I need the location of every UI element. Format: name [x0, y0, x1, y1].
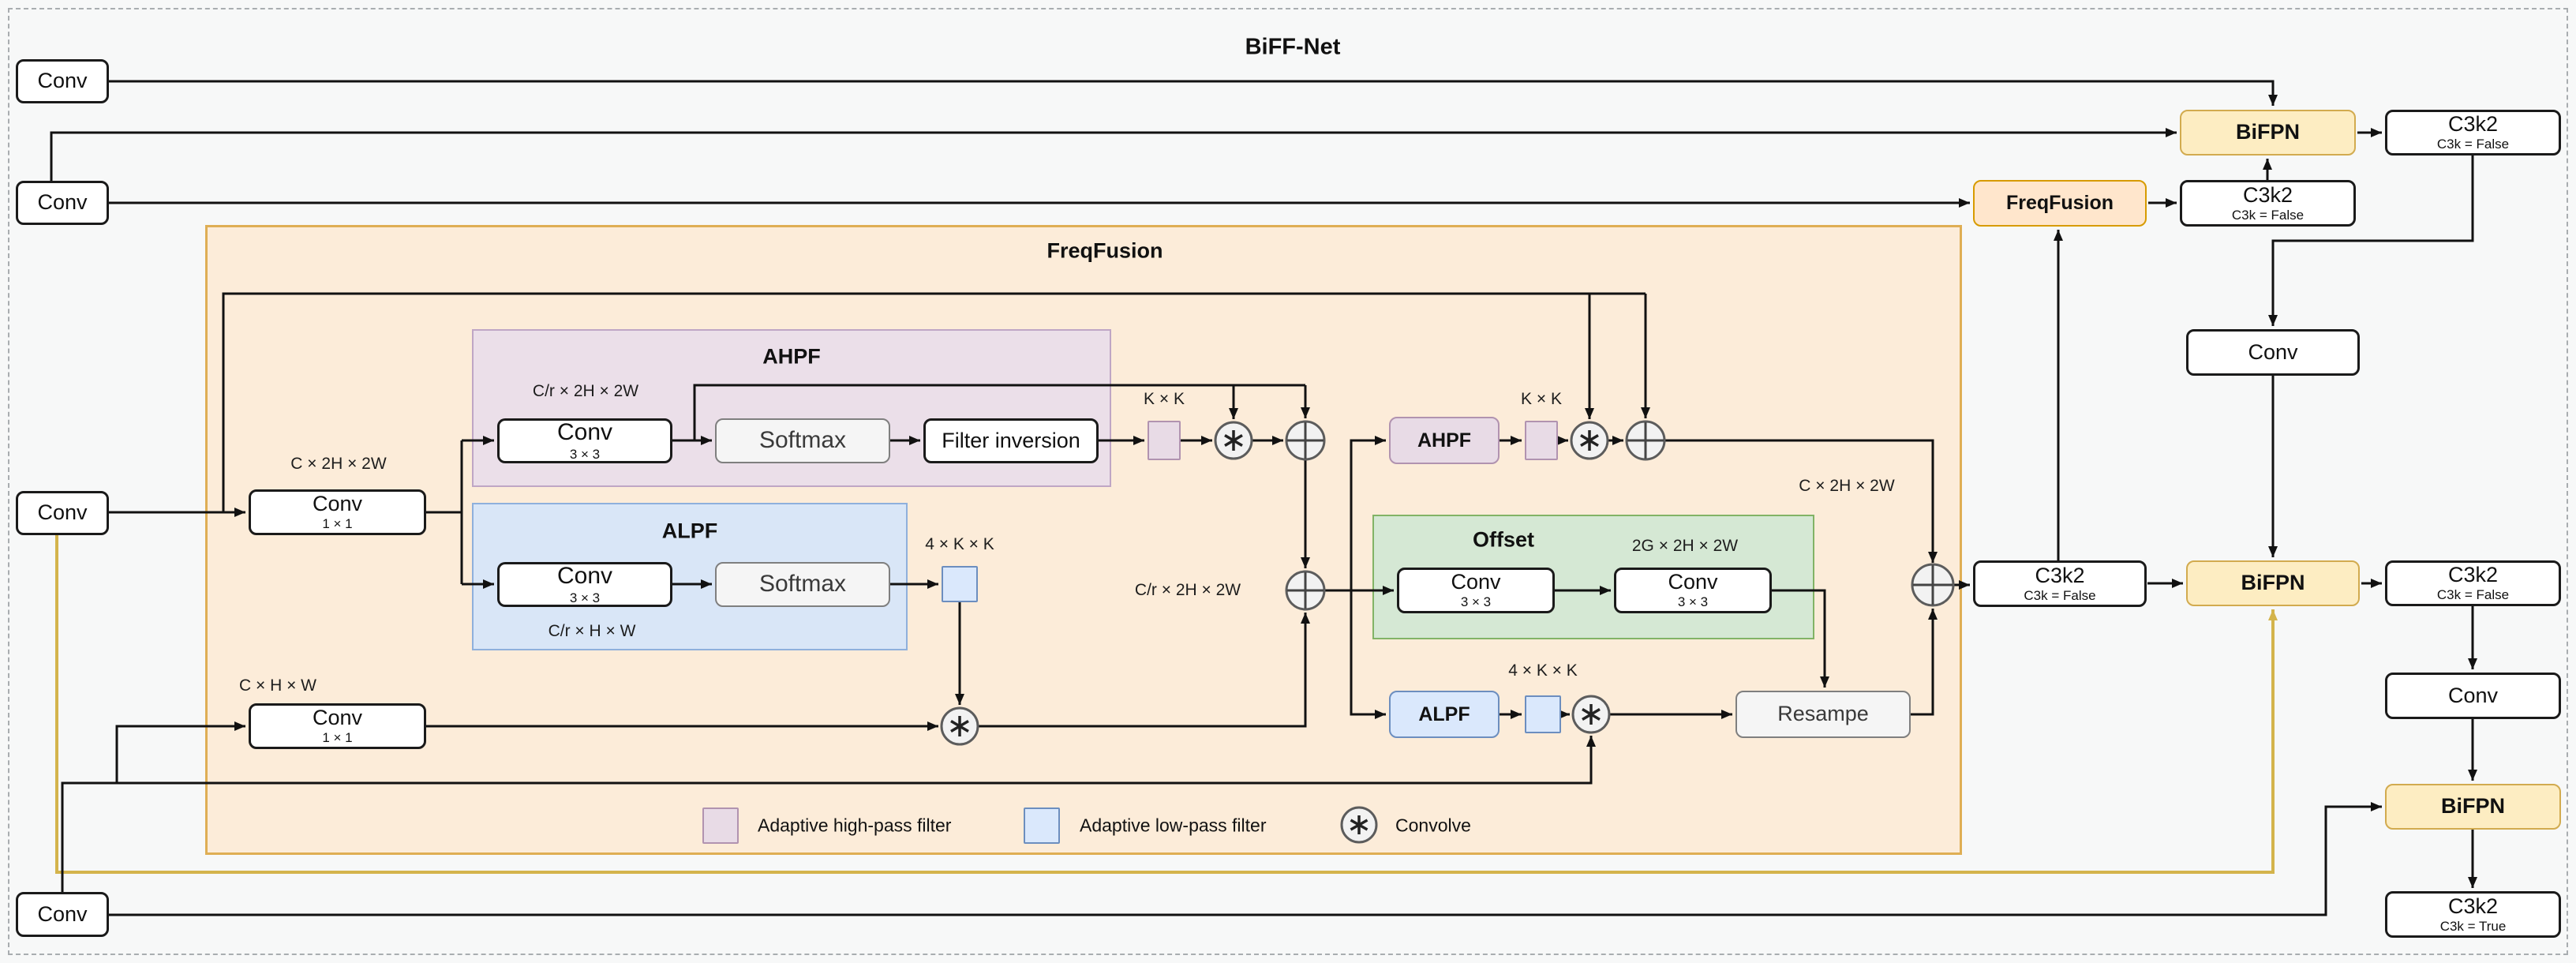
connector-lines [50, 80, 2477, 916]
filter-inversion: Filter inversion [923, 418, 1099, 463]
softmax-alpf: Softmax [715, 562, 890, 607]
ahpf-small: AHPF [1389, 417, 1500, 464]
dim-label-lp-kernel-1: 4 × K × K [925, 535, 994, 553]
dim-label-hp-kernel-2: K × K [1521, 390, 1562, 408]
dim-label-input-bottom: C × H × W [238, 676, 317, 695]
legend-convolve-label: Convolve [1395, 815, 1471, 836]
legend-lowpass-swatch [1024, 807, 1060, 844]
hp-kernel-square-1 [1148, 421, 1181, 460]
alpf-small: ALPF [1389, 691, 1500, 738]
softmax-ahpf: Softmax [715, 418, 890, 463]
lp-kernel-square-1 [942, 566, 978, 602]
conv-backbone-4: Conv [16, 892, 109, 937]
conv-right-top: Conv [2186, 329, 2360, 376]
freqfusion-region-title: FreqFusion [1046, 238, 1163, 263]
diagram-dashed-border [8, 8, 2568, 955]
dim-label-alpf-inner: C/r × H × W [548, 622, 636, 640]
dim-label-ahpf-inner: C/r × 2H × 2W [532, 382, 639, 400]
legend-highpass-swatch [702, 807, 739, 844]
lp-kernel-square-2 [1525, 695, 1561, 733]
legend-lowpass-label: Adaptive low-pass filter [1080, 815, 1267, 836]
offset-region-title: Offset [1472, 527, 1535, 552]
dim-label-input-top: C × 2H × 2W [290, 455, 387, 473]
gold-skip-wire [55, 535, 2278, 874]
freqfusion-node: FreqFusion [1973, 180, 2147, 227]
add-glyphs [1287, 422, 1953, 609]
dim-label-lp-kernel-2: 4 × K × K [1508, 661, 1578, 680]
convolve-icon [940, 421, 1611, 844]
dim-label-hp-kernel-1: K × K [1144, 390, 1185, 408]
conv-backbone-1: Conv [16, 59, 109, 103]
bifpn-mid: BiFPN [2186, 560, 2360, 606]
alpf-region-title: ALPF [661, 519, 718, 543]
bifpn-top: BiFPN [2180, 110, 2356, 156]
dim-label-output-right: C × 2H × 2W [1799, 477, 1895, 495]
conv-right-bottom: Conv [2385, 673, 2561, 719]
conv-backbone-3: Conv [16, 491, 109, 535]
resample: Resampe [1735, 691, 1911, 738]
convolve-glyphs [950, 430, 1601, 834]
operator-icons [940, 420, 1955, 844]
bifpn-bottom: BiFPN [2385, 784, 2561, 830]
legend-highpass-label: Adaptive high-pass filter [758, 815, 952, 836]
dim-label-fused-mid: C/r × 2H × 2W [1134, 581, 1241, 599]
ahpf-region-title: AHPF [762, 344, 821, 369]
hp-kernel-square-2 [1525, 421, 1558, 460]
dim-label-offset-out: 2G × 2H × 2W [1631, 537, 1739, 555]
conv-backbone-2: Conv [16, 181, 109, 225]
page-title: BiFF-Net [1245, 34, 1341, 60]
